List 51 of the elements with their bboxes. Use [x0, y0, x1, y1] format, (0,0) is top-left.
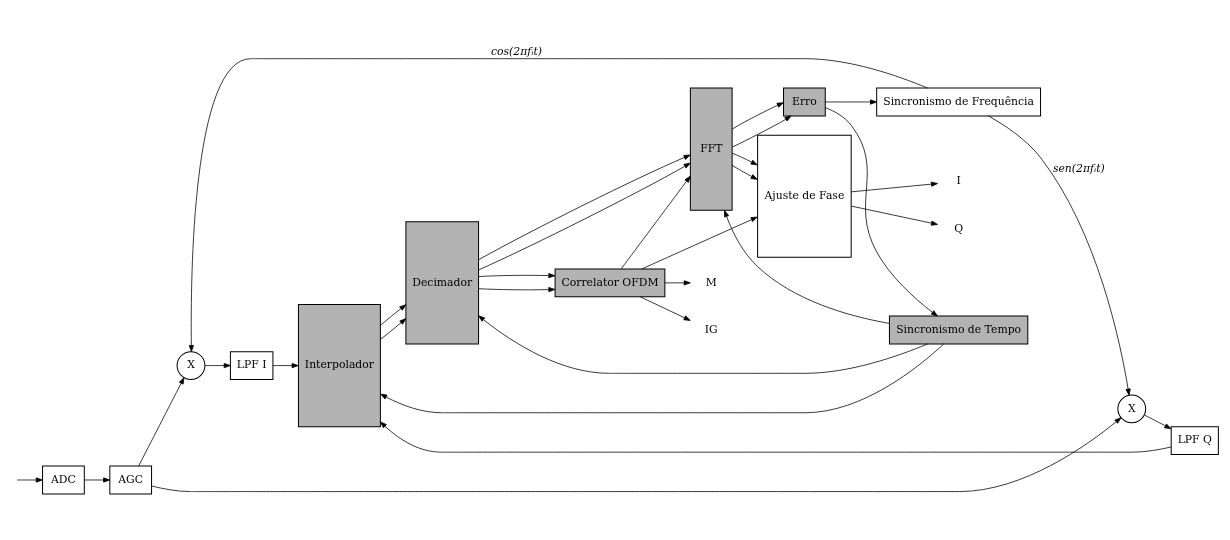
arrow: [664, 279, 691, 285]
node-text: M: [705, 275, 717, 289]
arrow: [850, 205, 938, 226]
arrow: [731, 164, 758, 180]
arrow: [724, 209, 890, 324]
node-text: I: [956, 173, 961, 187]
arrow: [478, 154, 691, 260]
arrow: [188, 57, 928, 352]
arrow: [640, 296, 691, 321]
edge-label: cos(2πfᵢt): [490, 44, 542, 58]
arrow: [731, 152, 758, 165]
arrow: [478, 162, 691, 270]
arrow: [850, 181, 938, 192]
node-text: Q: [954, 221, 964, 235]
node-box: ADC: [42, 465, 85, 494]
arrow: [138, 376, 185, 466]
node-box: LPF I: [229, 350, 274, 380]
arrow: [204, 362, 231, 368]
arrow: [824, 106, 938, 316]
node-box: Correlator OFDM: [554, 267, 666, 297]
node-circle: X: [1117, 393, 1147, 423]
arrow: [380, 317, 407, 340]
arrow: [641, 216, 758, 269]
arrow: [84, 476, 111, 483]
node-box: Decimador: [405, 220, 480, 344]
node-box: LPF Q: [1170, 425, 1219, 455]
arrow: [988, 115, 1131, 396]
node-box: Sincronismo de Tempo: [888, 315, 1029, 344]
arrow: [151, 416, 1122, 492]
node-box: Ajuste de Fase: [757, 134, 852, 258]
arrow: [825, 98, 877, 105]
edge-label: sen(2πfᵢt): [1052, 161, 1105, 175]
arrow: [380, 343, 945, 413]
node-box: Erro: [783, 87, 826, 116]
node-circle: X: [176, 350, 206, 380]
arrow: [380, 421, 1172, 453]
arrow: [380, 303, 407, 326]
arrow: [731, 115, 792, 147]
arrow: [478, 286, 556, 292]
arrow: [478, 272, 556, 278]
arrow: [731, 101, 784, 129]
arrow: [620, 175, 691, 269]
node-text: IG: [704, 322, 718, 336]
arrow: [16, 476, 43, 483]
node-box: AGC: [109, 465, 153, 494]
arrow: [478, 314, 928, 374]
node-box: FFT: [689, 87, 733, 211]
arrow: [272, 362, 299, 368]
node-box: Sincronismo de Frequência: [876, 87, 1042, 116]
node-box: Interpolador: [297, 303, 381, 427]
arrow: [1144, 414, 1172, 429]
